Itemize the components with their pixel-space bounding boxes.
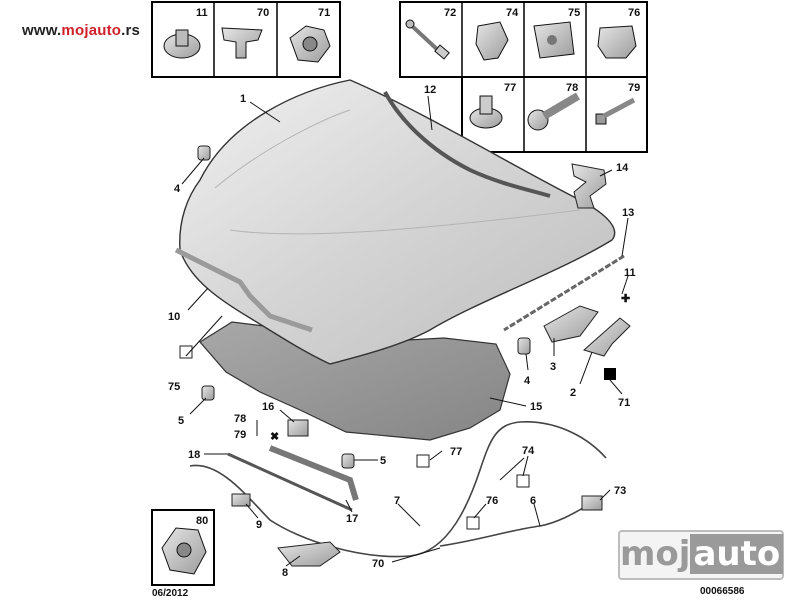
footer-date: 06/2012: [152, 588, 189, 599]
part-80-nut-icon: [161, 527, 207, 575]
release-cable: [189, 421, 607, 558]
bracket-14: [571, 163, 607, 209]
clip-16: [287, 419, 309, 437]
hood-panel: [179, 79, 616, 365]
release-handle-8: [277, 541, 341, 567]
callout-76: 76: [486, 495, 498, 507]
bumper-4-top: [197, 145, 211, 161]
callout-70: 70: [372, 558, 384, 570]
part-70-clip-icon: [221, 27, 263, 59]
part-71-nut-icon: [289, 25, 331, 63]
box-label-75: 75: [568, 7, 580, 19]
callout-79: 79: [234, 429, 246, 441]
box-label-78: 78: [566, 82, 578, 94]
callout-3: 3: [550, 361, 556, 373]
callout-15: 15: [530, 401, 542, 413]
callout-6: 6: [530, 495, 536, 507]
callout-77: 77: [450, 446, 462, 458]
callout-18: 18: [188, 449, 200, 461]
box-label-80: 80: [196, 515, 208, 527]
square-marker-71: [604, 368, 616, 380]
part-78-screw-icon: [527, 92, 581, 131]
part-75-pad-icon: [533, 21, 575, 59]
box-label-77: 77: [504, 82, 516, 94]
logo-right-text: auto: [690, 534, 784, 574]
callout-16: 16: [262, 401, 274, 413]
striker-2: [582, 317, 631, 357]
callout-4-top: 4: [174, 183, 181, 195]
callout-73: 73: [614, 485, 626, 497]
mojauto-logo: mojauto: [618, 530, 784, 580]
box-label-76: 76: [628, 7, 640, 19]
leader-lines: [181, 95, 629, 567]
callout-labels: 11 70 71 72 74 75 76 77 78 79 80 1 2 3 4…: [168, 7, 640, 579]
callout-7: 7: [394, 495, 400, 507]
seal-strip-12: [383, 91, 551, 198]
callout-12: 12: [424, 84, 436, 96]
logo-left-text: moj: [620, 534, 691, 574]
footer-code: 00066586: [700, 586, 745, 597]
callout-14: 14: [616, 162, 629, 174]
detail-box-80: [151, 509, 215, 586]
website-watermark: www.mojauto.rs: [22, 22, 140, 39]
seal-strip-13: [503, 254, 625, 332]
callout-78: 78: [234, 413, 246, 425]
detail-box-group-left: [151, 1, 341, 78]
watermark-prefix: www.: [22, 22, 62, 39]
release-cable-6: [439, 503, 591, 547]
clip-73: [581, 495, 603, 511]
part-72-rivet-icon: [405, 19, 450, 60]
chrome-moulding: [174, 247, 313, 333]
callout-74: 74: [522, 445, 535, 457]
seal-18: [227, 452, 353, 512]
watermark-suffix: .rs: [121, 22, 141, 39]
callout-9: 9: [256, 519, 262, 531]
part-79-bolt-icon: [595, 97, 636, 125]
part-11-clip-icon: [163, 29, 201, 59]
square-marker-76: [466, 516, 480, 530]
callout-75: 75: [168, 381, 180, 393]
callout-4-right: 4: [524, 375, 531, 387]
callout-17: 17: [346, 513, 358, 525]
square-marker-74: [516, 474, 530, 488]
bumper-5-mid: [341, 453, 355, 469]
callout-13: 13: [622, 207, 634, 219]
support-rod-17: [268, 445, 359, 501]
part-74-clip-icon: [475, 21, 509, 61]
callout-5-left: 5: [178, 415, 184, 427]
part-76-clip-icon: [597, 25, 637, 59]
callout-71: 71: [618, 397, 630, 409]
square-marker-75: [179, 345, 193, 359]
box-label-79: 79: [628, 82, 640, 94]
box-label-74: 74: [506, 7, 519, 19]
box-label-70: 70: [257, 7, 269, 19]
callout-5-mid: 5: [380, 455, 386, 467]
callout-2: 2: [570, 387, 576, 399]
box-label-71: 71: [318, 7, 330, 19]
plus-symbol-icon: ✚: [621, 293, 630, 305]
bumper-5-left: [201, 385, 215, 401]
box-label-72: 72: [444, 7, 456, 19]
box-label-11: 11: [196, 7, 208, 19]
callout-1: 1: [240, 93, 246, 105]
cross-symbol-icon: ✖: [270, 431, 279, 443]
callout-11: 11: [624, 267, 636, 279]
latch-3: [543, 305, 599, 343]
cable-guide-9: [231, 493, 251, 507]
callout-8: 8: [282, 567, 288, 579]
watermark-brand: mojauto: [61, 22, 122, 39]
part-77-push-clip-icon: [469, 95, 503, 129]
callout-10: 10: [168, 311, 180, 323]
bumper-4-right: [517, 337, 531, 355]
square-marker-77: [416, 454, 430, 468]
detail-box-group-right: [399, 1, 648, 153]
